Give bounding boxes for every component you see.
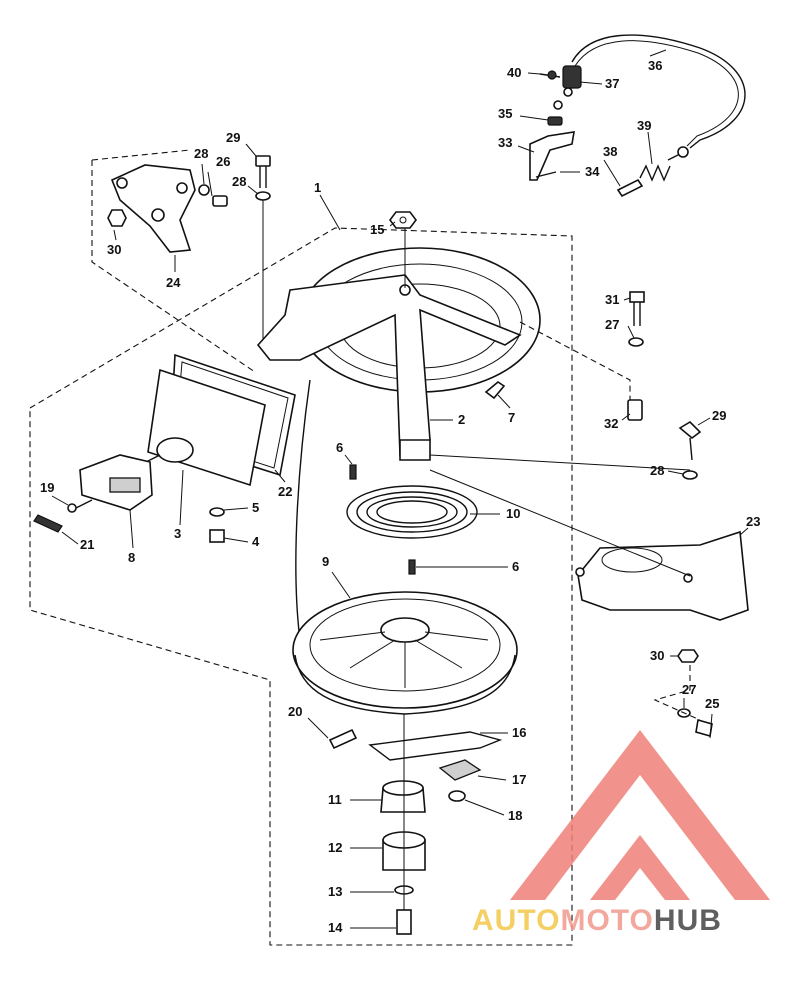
bushing-11 [380,780,426,813]
bracket-23 [575,530,749,621]
nut-30-right [677,649,699,663]
bushing-35 [547,116,563,126]
anchor-19 [67,499,93,513]
callout-18: 18 [508,808,522,823]
callout-17: 17 [512,772,526,787]
callout-30-right: 30 [650,648,664,663]
callout-14: 14 [328,920,343,935]
leader-solid-right-1 [429,454,691,471]
throttle-cable [571,34,746,161]
svg-text:AUTOMOTOHUB: AUTOMOTOHUB [472,904,722,937]
callout-29-top: 29 [226,130,240,145]
washer-5 [209,507,225,517]
callout-32: 32 [604,416,618,431]
callout-26: 26 [216,154,230,169]
callout-13: 13 [328,884,342,899]
nut-15 [389,211,417,229]
callout-1: 1 [314,180,321,195]
callout-34: 34 [585,164,600,179]
watermark-hub: HUB [654,904,722,937]
screw-26 [198,184,228,207]
callout-28-right: 28 [650,463,664,478]
callout-27-bottom: 27 [682,682,696,697]
callout-30-left: 30 [107,242,121,257]
callout-5: 5 [252,500,259,515]
cable-clamp [553,65,582,110]
callout-35: 35 [498,106,512,121]
plate-17 [438,759,482,781]
pulley-9 [292,591,518,715]
bracket-boundary [91,149,256,373]
callout-8: 8 [128,550,135,565]
callout-9: 9 [322,554,329,569]
screw-4 [209,529,225,543]
callout-38: 38 [603,144,617,159]
callout-37: 37 [605,76,619,91]
starter-housing [256,228,541,461]
washer-27-top [628,337,644,347]
callout-11: 11 [328,792,342,807]
callout-29-right: 29 [712,408,726,423]
screw-29-right [678,420,702,461]
screw-31 [629,291,645,326]
callout-36: 36 [648,58,662,73]
retainer-16 [368,731,503,761]
throttle-lever-33 [529,131,575,181]
callout-12: 12 [328,840,342,855]
washer-18 [448,790,466,802]
callout-28-left: 28 [194,146,208,161]
logo-triangle [510,730,770,900]
watermark-auto: AUTO [472,904,560,937]
pin-34 [535,171,557,178]
screw-14 [396,909,412,935]
callout-24: 24 [166,275,181,290]
rewind-spring-10 [346,485,478,539]
pin-6-top [349,464,357,480]
callout-33: 33 [498,135,512,150]
spring-39 [639,164,671,182]
callout-21: 21 [80,537,94,552]
handle-8 [79,454,153,511]
automotohub-logo: AUTOMOTOHUB [472,730,770,937]
spacer-32 [627,399,643,421]
callout-39: 39 [637,118,651,133]
callout-23: 23 [746,514,760,529]
callout-10: 10 [506,506,520,521]
screw-25 [695,718,713,738]
pin-6-bottom [408,559,416,575]
callout-2: 2 [458,412,465,427]
callout-7: 7 [508,410,515,425]
callout-20: 20 [288,704,302,719]
callout-15: 15 [370,222,384,237]
handle-bracket-3 [147,368,266,487]
callout-31: 31 [605,292,619,307]
assembly-boundary [29,227,573,946]
callout-16: 16 [512,725,526,740]
bracket-24 [107,164,196,253]
callout-27-top: 27 [605,317,619,332]
callouts: 1 2 3 4 5 6 6 7 8 9 10 11 12 13 14 15 16 [40,49,760,935]
screw-40 [539,70,561,80]
link-38 [616,178,644,198]
callout-28-mid: 28 [232,174,246,189]
watermark-moto: MOTO [560,904,653,937]
callout-22: 22 [278,484,292,499]
leader-dashed-right [519,321,631,400]
pawl-20 [328,728,358,750]
callout-6-top: 6 [336,440,343,455]
logo-inner-mark [590,835,690,900]
washer-28-right [682,470,698,480]
callout-4: 4 [252,534,260,549]
leader-solid-right-2 [429,469,691,577]
callout-40: 40 [507,65,521,80]
pin-7 [484,381,506,400]
callout-25: 25 [705,696,719,711]
callout-6-bottom: 6 [512,559,519,574]
callout-3: 3 [174,526,181,541]
leader-dashed-bottom-right [653,665,701,721]
screw-29-top [255,155,271,340]
callout-19: 19 [40,480,54,495]
insert-21 [33,514,63,533]
